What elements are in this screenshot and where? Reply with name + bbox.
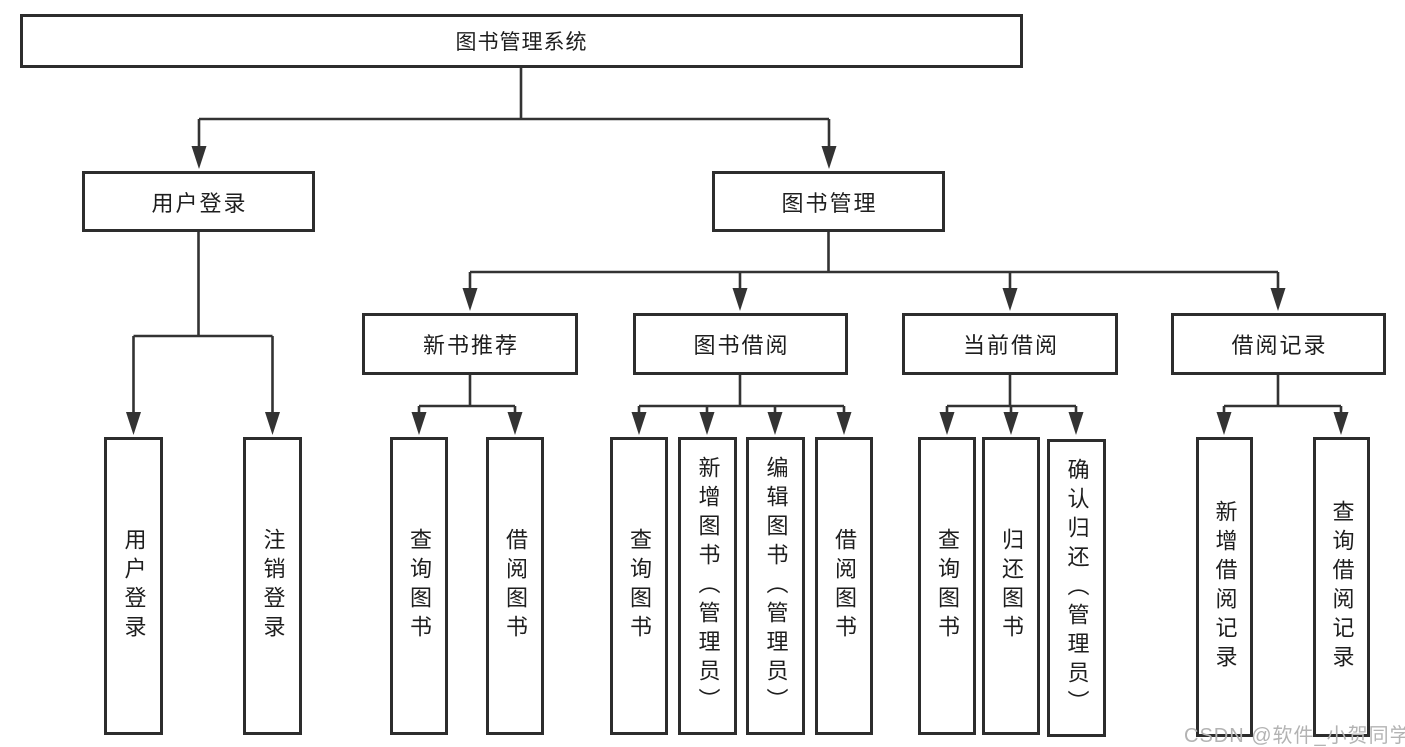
leaf-logout: 注销登录 [243, 437, 302, 735]
leaf-confirm-return-admin: 确认归还（管理员） [1047, 439, 1106, 737]
leaf-user-login: 用户登录 [104, 437, 163, 735]
leaf-borrow-books-borrow: 借阅图书 [815, 437, 873, 735]
leaf-borrow-books-recommend: 借阅图书 [486, 437, 544, 735]
leaf-query-books-recommend: 查询图书 [390, 437, 448, 735]
node-borrow-records: 借阅记录 [1171, 313, 1386, 375]
leaf-query-books-current: 查询图书 [918, 437, 976, 735]
node-user-login: 用户登录 [82, 171, 315, 232]
node-new-book-recommend: 新书推荐 [362, 313, 578, 375]
leaf-query-books-borrow: 查询图书 [610, 437, 668, 735]
arrow-down-icons [126, 146, 1349, 435]
node-book-borrow: 图书借阅 [633, 313, 848, 375]
leaf-add-book-admin: 新增图书（管理员） [678, 437, 737, 735]
leaf-edit-book-admin: 编辑图书（管理员） [746, 437, 805, 735]
leaf-return-books: 归还图书 [982, 437, 1040, 735]
connector-paths [132, 68, 1343, 421]
watermark: CSDN @软件_小贺同学 [1184, 725, 1405, 747]
node-book-management: 图书管理 [712, 171, 945, 232]
node-current-borrow: 当前借阅 [902, 313, 1118, 375]
leaf-add-borrow-record: 新增借阅记录 [1196, 437, 1253, 737]
node-library-system: 图书管理系统 [20, 14, 1023, 68]
leaf-query-borrow-record: 查询借阅记录 [1313, 437, 1370, 737]
